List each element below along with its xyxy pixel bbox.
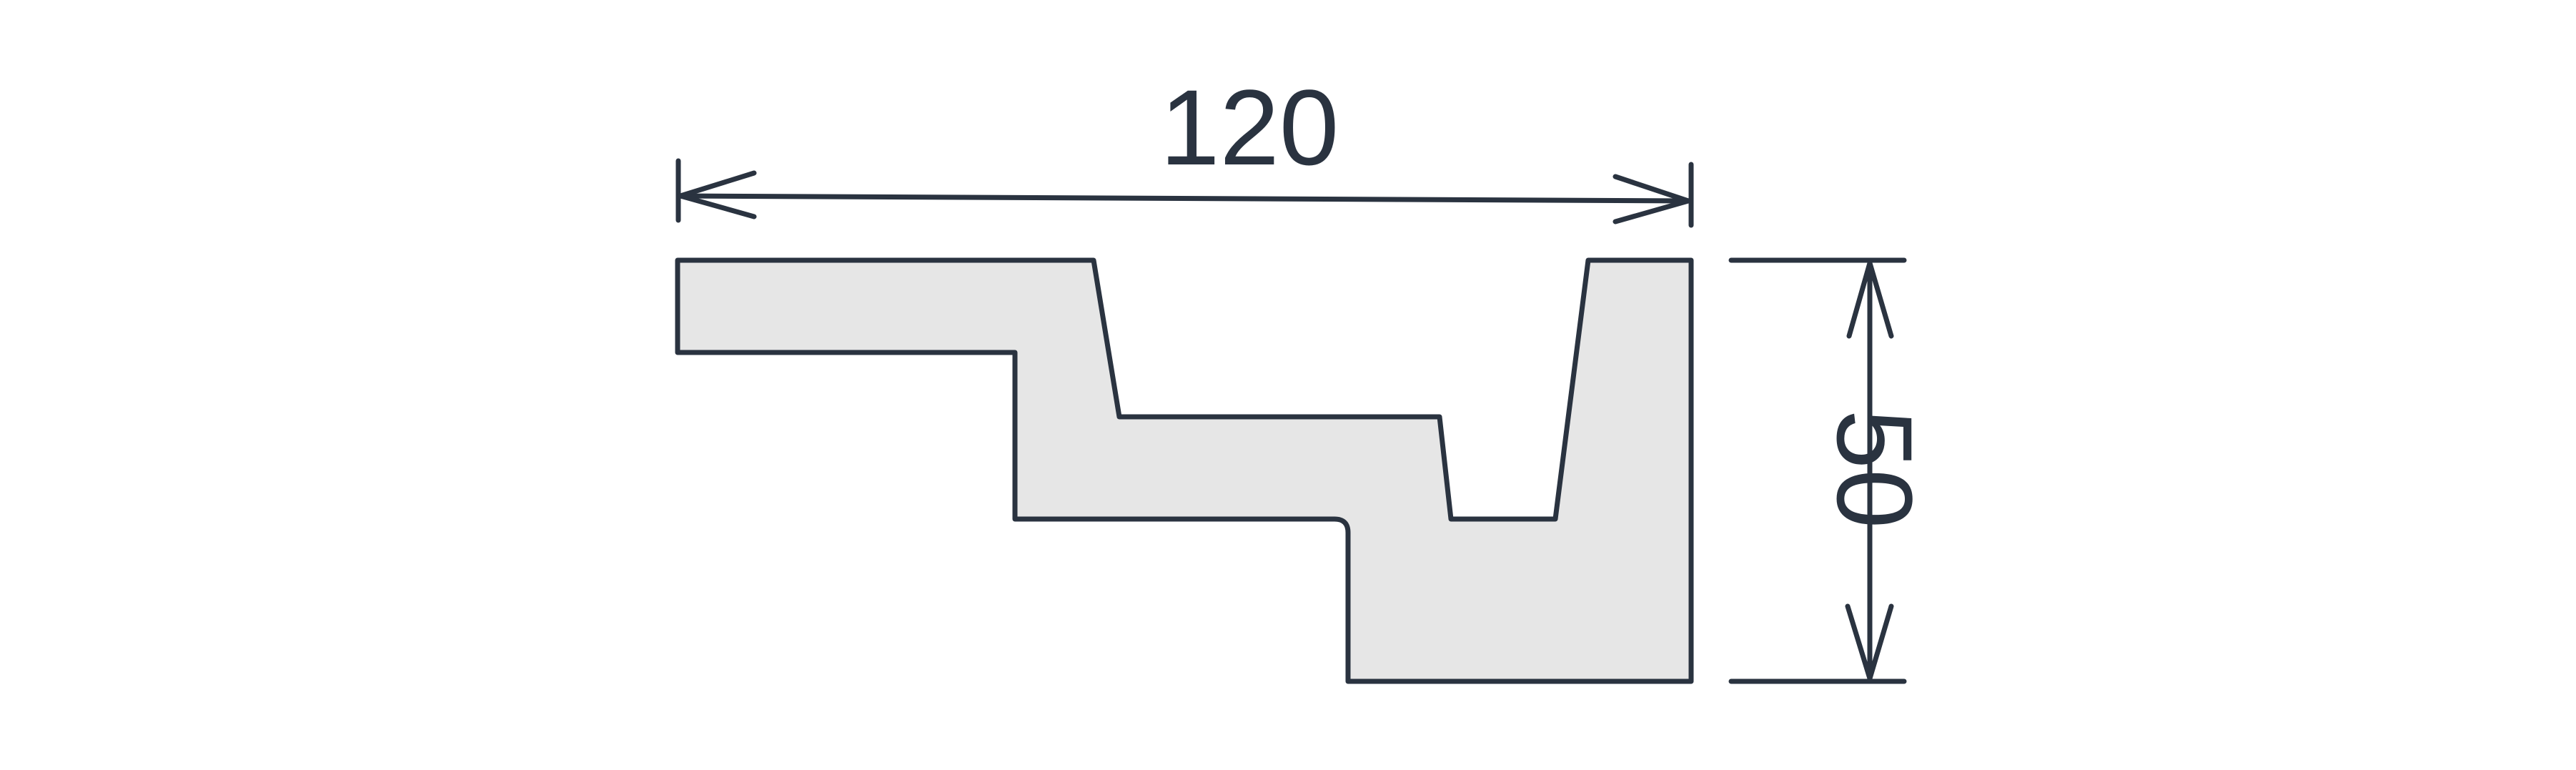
- height-dimension: 50: [1728, 257, 1935, 684]
- profile-shape: [675, 257, 1694, 684]
- width-dimension: 120: [675, 67, 1694, 228]
- height-dimension-label: 50: [1815, 410, 1935, 529]
- width-dimension-label: 120: [1160, 67, 1339, 187]
- width-arrowhead-left: [678, 170, 757, 219]
- height-arrowhead-bottom: [1845, 603, 1894, 681]
- width-dimension-line: [678, 193, 1691, 204]
- width-arrowhead-right: [1613, 174, 1691, 224]
- height-arrowhead-top: [1846, 260, 1894, 339]
